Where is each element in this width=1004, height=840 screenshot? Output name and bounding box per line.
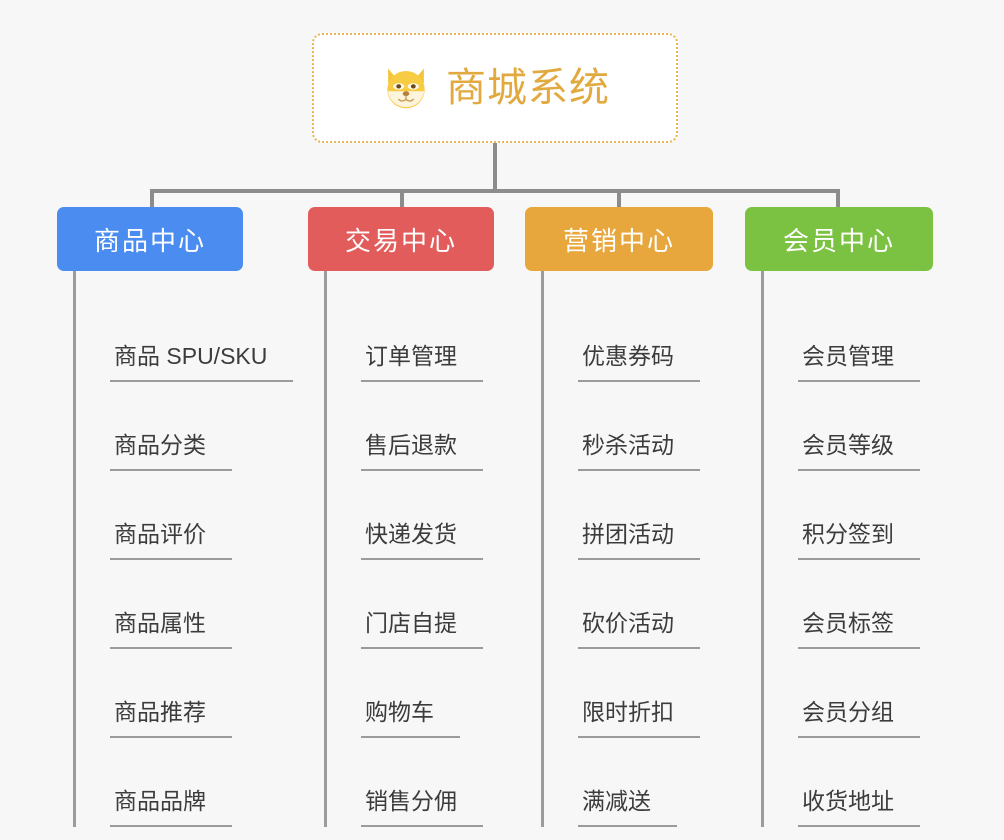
leaf-label: 商品推荐 — [110, 698, 232, 738]
leaf-label: 商品 SPU/SKU — [110, 342, 294, 382]
leaf-label: 商品评价 — [110, 520, 232, 560]
connector-drop-3 — [836, 189, 840, 211]
branch-items-0: 商品 SPU/SKU 商品分类 商品评价 商品属性 商品推荐 商品品牌 — [73, 271, 294, 827]
leaf-item[interactable]: 商品评价 — [76, 471, 287, 560]
branch-header-0[interactable]: 商品中心 — [57, 207, 243, 271]
connector-drop-2 — [617, 189, 621, 211]
leaf-item[interactable]: 商品推荐 — [76, 649, 287, 738]
leaf-label: 收货地址 — [798, 787, 920, 827]
connector-stem — [493, 143, 497, 191]
leaf-item[interactable]: 商品属性 — [76, 560, 287, 649]
leaf-label: 拼团活动 — [578, 520, 700, 560]
leaf-label: 优惠券码 — [578, 342, 700, 382]
leaf-label: 秒杀活动 — [578, 431, 700, 471]
leaf-item[interactable]: 秒杀活动 — [544, 382, 750, 471]
leaf-item[interactable]: 会员标签 — [764, 560, 970, 649]
leaf-item[interactable]: 商品分类 — [76, 382, 287, 471]
leaf-item[interactable]: 订单管理 — [327, 293, 533, 382]
leaf-label: 售后退款 — [361, 431, 483, 471]
branch-header-label-0: 商品中心 — [93, 225, 206, 256]
leaf-label: 商品品牌 — [110, 787, 232, 827]
leaf-item[interactable]: 门店自提 — [327, 560, 533, 649]
leaf-label: 会员分组 — [798, 698, 920, 738]
leaf-label: 会员等级 — [798, 431, 920, 471]
root-title: 商城系统 — [446, 66, 610, 110]
leaf-item[interactable]: 销售分佣 — [327, 738, 533, 827]
leaf-item[interactable]: 购物车 — [327, 649, 533, 738]
leaf-label: 会员管理 — [798, 342, 920, 382]
leaf-label: 销售分佣 — [361, 787, 483, 827]
leaf-label: 门店自提 — [361, 609, 483, 649]
leaf-item[interactable]: 拼团活动 — [544, 471, 750, 560]
leaf-label: 商品分类 — [110, 431, 232, 471]
branch-items-3: 会员管理 会员等级 积分签到 会员标签 会员分组 收货地址 — [761, 271, 970, 827]
leaf-label: 快递发货 — [361, 520, 483, 560]
leaf-item[interactable]: 会员分组 — [764, 649, 970, 738]
branch-header-label-3: 会员中心 — [782, 225, 895, 256]
connector-drop-0 — [150, 189, 154, 211]
branch-column-3: 会员中心 会员管理 会员等级 积分签到 会员标签 会员分组 收货地址 — [745, 207, 970, 827]
leaf-item[interactable]: 满减送 — [544, 738, 750, 827]
leaf-label: 限时折扣 — [578, 698, 700, 738]
leaf-item[interactable]: 售后退款 — [327, 382, 533, 471]
leaf-item[interactable]: 商品品牌 — [76, 738, 287, 827]
leaf-item[interactable]: 会员管理 — [764, 293, 970, 382]
branch-column-1: 交易中心 订单管理 售后退款 快递发货 门店自提 购物车 销售分佣 — [308, 207, 533, 827]
leaf-item[interactable]: 商品 SPU/SKU — [76, 293, 294, 382]
branch-header-1[interactable]: 交易中心 — [308, 207, 494, 271]
leaf-label: 砍价活动 — [578, 609, 700, 649]
branch-column-2: 营销中心 优惠券码 秒杀活动 拼团活动 砍价活动 限时折扣 满减送 — [525, 207, 750, 827]
branch-items-2: 优惠券码 秒杀活动 拼团活动 砍价活动 限时折扣 满减送 — [541, 271, 750, 827]
leaf-label: 会员标签 — [798, 609, 920, 649]
leaf-label: 商品属性 — [110, 609, 232, 649]
leaf-item[interactable]: 快递发货 — [327, 471, 533, 560]
leaf-label: 积分签到 — [798, 520, 920, 560]
branch-header-label-2: 营销中心 — [562, 225, 675, 256]
branch-column-0: 商品中心 商品 SPU/SKU 商品分类 商品评价 商品属性 商品推荐 商品品牌 — [57, 207, 294, 827]
branch-header-2[interactable]: 营销中心 — [525, 207, 713, 271]
leaf-item[interactable]: 积分签到 — [764, 471, 970, 560]
leaf-label: 订单管理 — [361, 342, 483, 382]
leaf-item[interactable]: 收货地址 — [764, 738, 970, 827]
branch-items-1: 订单管理 售后退款 快递发货 门店自提 购物车 销售分佣 — [324, 271, 533, 827]
branch-header-3[interactable]: 会员中心 — [745, 207, 933, 271]
connector-bus — [150, 189, 840, 193]
branch-header-label-1: 交易中心 — [344, 225, 457, 256]
leaf-label: 满减送 — [578, 787, 677, 827]
leaf-item[interactable]: 会员等级 — [764, 382, 970, 471]
leaf-label: 购物车 — [361, 698, 460, 738]
leaf-item[interactable]: 限时折扣 — [544, 649, 750, 738]
connector-drop-1 — [400, 189, 404, 211]
root-node[interactable]: 商城系统 — [312, 33, 678, 143]
leaf-item[interactable]: 砍价活动 — [544, 560, 750, 649]
shiba-dog-face-icon — [387, 68, 425, 109]
leaf-item[interactable]: 优惠券码 — [544, 293, 750, 382]
